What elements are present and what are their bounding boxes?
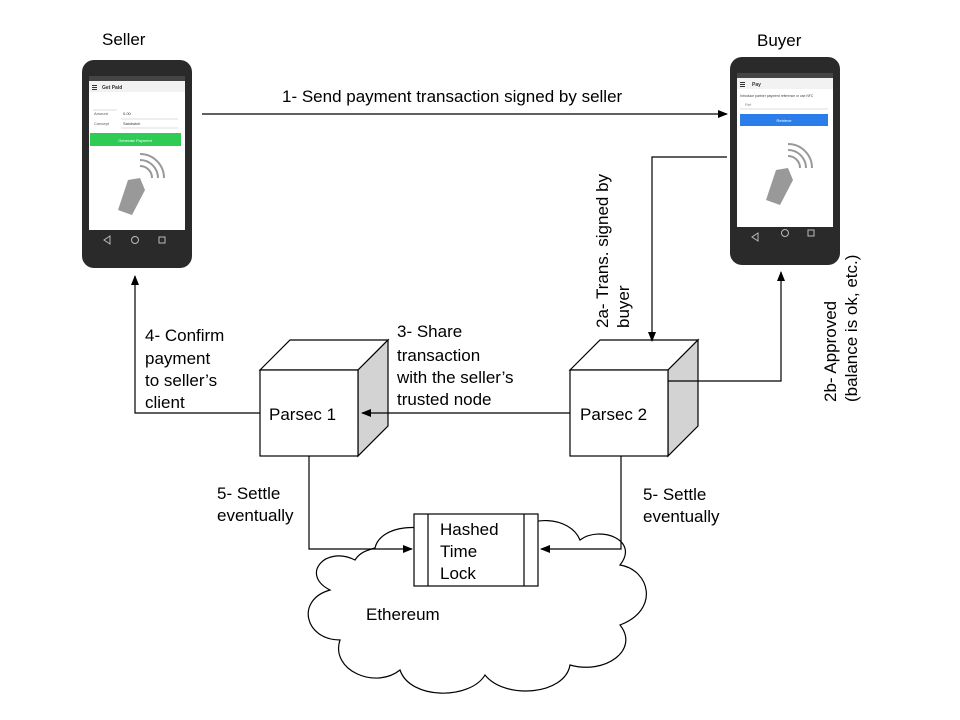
step2a-label-line2: buyer: [614, 285, 633, 328]
seller-generate-button: Generate Payment: [118, 138, 152, 143]
step2b-label-line2: (balance is ok, etc.): [842, 255, 861, 402]
seller-amount-label: Amount: [94, 111, 109, 116]
step2a-label-line1: 2a- Trans. signed by: [593, 173, 612, 328]
seller-nfc-hand-icon: [118, 153, 165, 215]
step2b-label-line1: 2b- Approved: [821, 301, 840, 402]
ethereum-label: Ethereum: [366, 605, 440, 624]
buyer-phone: [730, 57, 840, 265]
step4-label-line1: 4- Confirm: [145, 326, 225, 345]
buyer-retrieve-button: Retrieve: [777, 118, 793, 123]
parsec1-label: Parsec 1: [269, 405, 337, 424]
buyer-instruction: Introduce partner payment reference or u…: [740, 94, 814, 98]
arrow-step4: [131, 275, 260, 414]
parsec2-label: Parsec 2: [580, 405, 648, 424]
step3-label-line2: transaction: [397, 346, 481, 365]
seller-phone: [82, 60, 192, 268]
buyer-title: Buyer: [757, 31, 802, 50]
buyer-ref-field: Ref: [745, 102, 752, 107]
step4-label-line3: to seller’s: [145, 371, 218, 390]
arrow-step2b: [668, 271, 785, 382]
seller-amount-value: 0.00: [123, 111, 132, 116]
arrow-step5-right: [540, 456, 622, 553]
parsec1-node: [258, 338, 390, 458]
seller-concept-label: Concept: [94, 121, 110, 126]
parsec2-node: [568, 338, 700, 458]
step4-label-line2: payment: [145, 349, 211, 368]
step4-label-line4: client: [145, 393, 185, 412]
step3-label-line1: 3- Share: [397, 322, 463, 341]
step5-right-label-line2: eventually: [643, 507, 720, 526]
buyer-nfc-hand-icon: [766, 143, 813, 205]
step3-label-line4: trusted node: [397, 390, 492, 409]
step1-label: 1- Send payment transaction signed by se…: [282, 87, 623, 106]
arrow-step5-left: [308, 456, 413, 553]
step5-left-label-line2: eventually: [217, 506, 294, 525]
seller-app-title: Get Paid: [102, 85, 122, 91]
htlc-box: [413, 513, 539, 587]
htlc-label-line2: Time: [440, 542, 478, 561]
htlc-label-line3: Lock: [440, 564, 476, 583]
seller-concept-value: Sandwich: [123, 121, 140, 126]
step5-right-label-line1: 5- Settle: [643, 485, 707, 504]
seller-title: Seller: [102, 30, 146, 49]
step3-label-line3: with the seller’s: [397, 368, 514, 387]
step5-left-label-line1: 5- Settle: [217, 484, 281, 503]
htlc-label-line1: Hashed: [440, 520, 499, 539]
arrow-step2a: [648, 156, 727, 342]
buyer-app-title: Pay: [752, 82, 761, 88]
